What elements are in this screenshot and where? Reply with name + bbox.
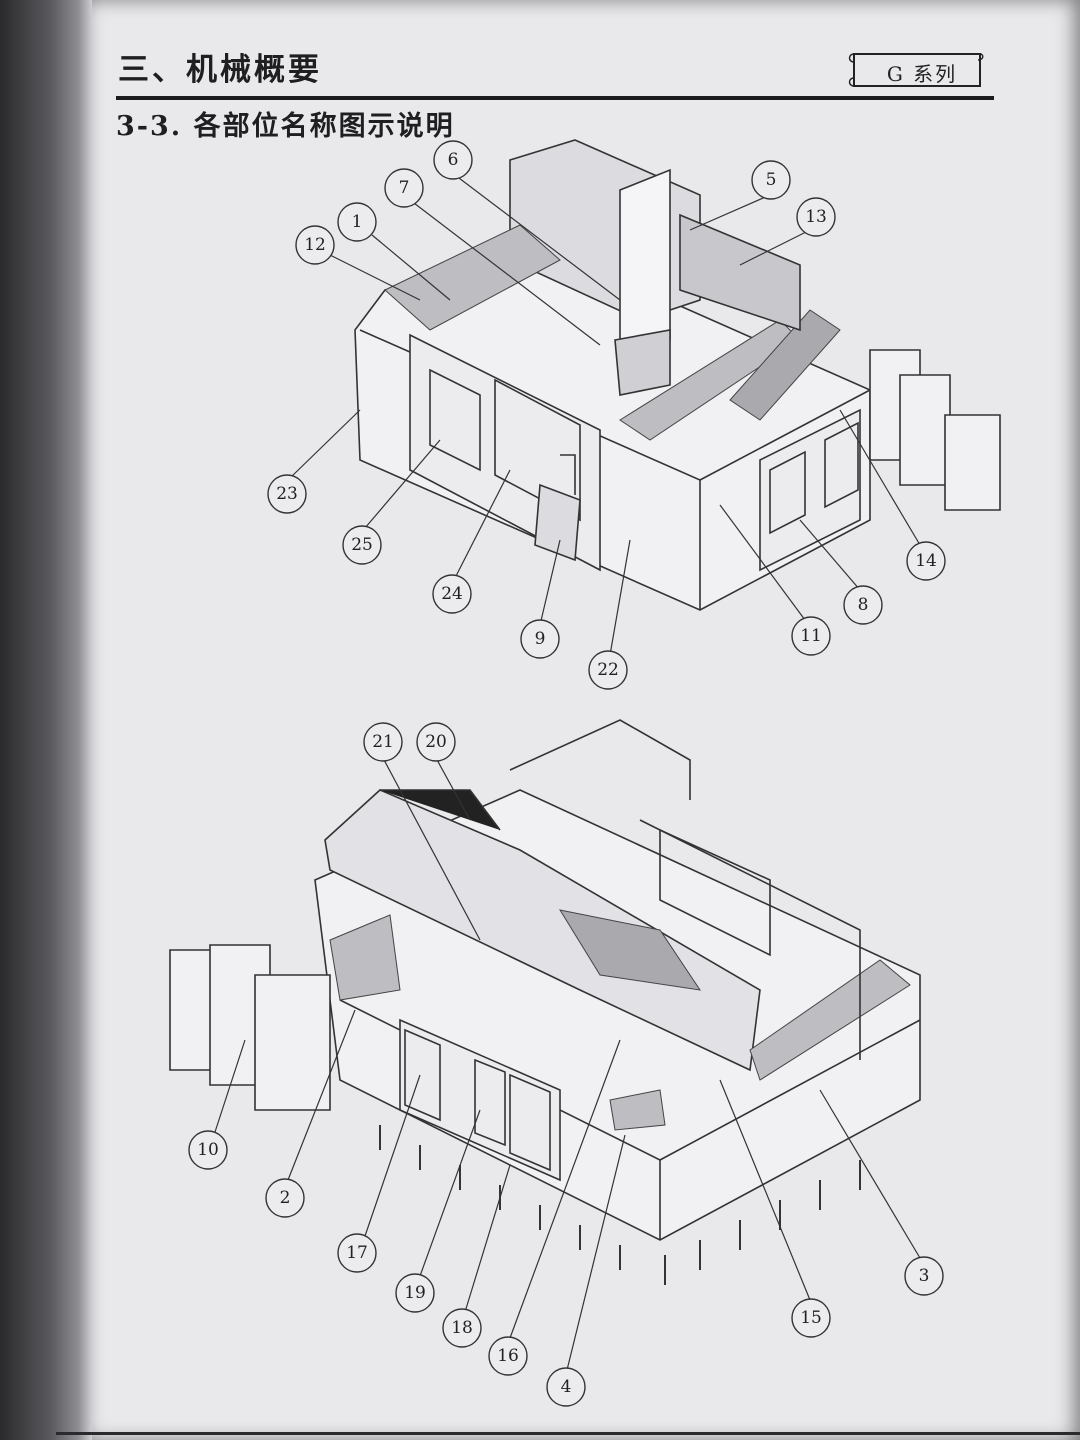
callout-24: 24 [441,584,463,604]
callout-5: 5 [766,170,777,190]
callout-11: 11 [800,626,822,646]
book-binding-shadow [0,0,92,1440]
callout-21: 21 [372,732,394,752]
series-label: G 系列 [886,62,958,86]
callout-14: 14 [915,551,937,571]
callout-25: 25 [351,535,373,555]
callout-9: 9 [535,629,546,649]
callout-1: 1 [352,212,363,232]
callout-10: 10 [197,1140,219,1160]
header-rule [116,96,994,100]
series-scroll-frame [848,53,984,87]
callout-8: 8 [858,595,869,615]
callout-16: 16 [497,1346,519,1366]
callout-19: 19 [404,1283,426,1303]
section-title: 三、机械概要 [118,52,322,88]
subsection-title: 3-3. 各部位名称图示说明 [116,111,455,142]
callout-6: 6 [448,150,459,170]
callout-3: 3 [919,1266,930,1286]
callout-7: 7 [399,178,410,198]
callout-20: 20 [425,732,447,752]
callout-12: 12 [304,235,326,255]
callout-22: 22 [597,660,619,680]
page-bottom-rule [56,1432,1080,1435]
callout-23: 23 [276,484,298,504]
callout-13: 13 [805,207,827,227]
callout-15: 15 [800,1308,822,1328]
callout-17: 17 [346,1243,368,1263]
machine-drawing-top: 1 5 6 7 12 13 14 8 11 22 9 24 25 23 [267,139,1001,690]
callout-2: 2 [280,1188,291,1208]
callout-18: 18 [451,1318,473,1338]
callout-4: 4 [561,1377,572,1397]
